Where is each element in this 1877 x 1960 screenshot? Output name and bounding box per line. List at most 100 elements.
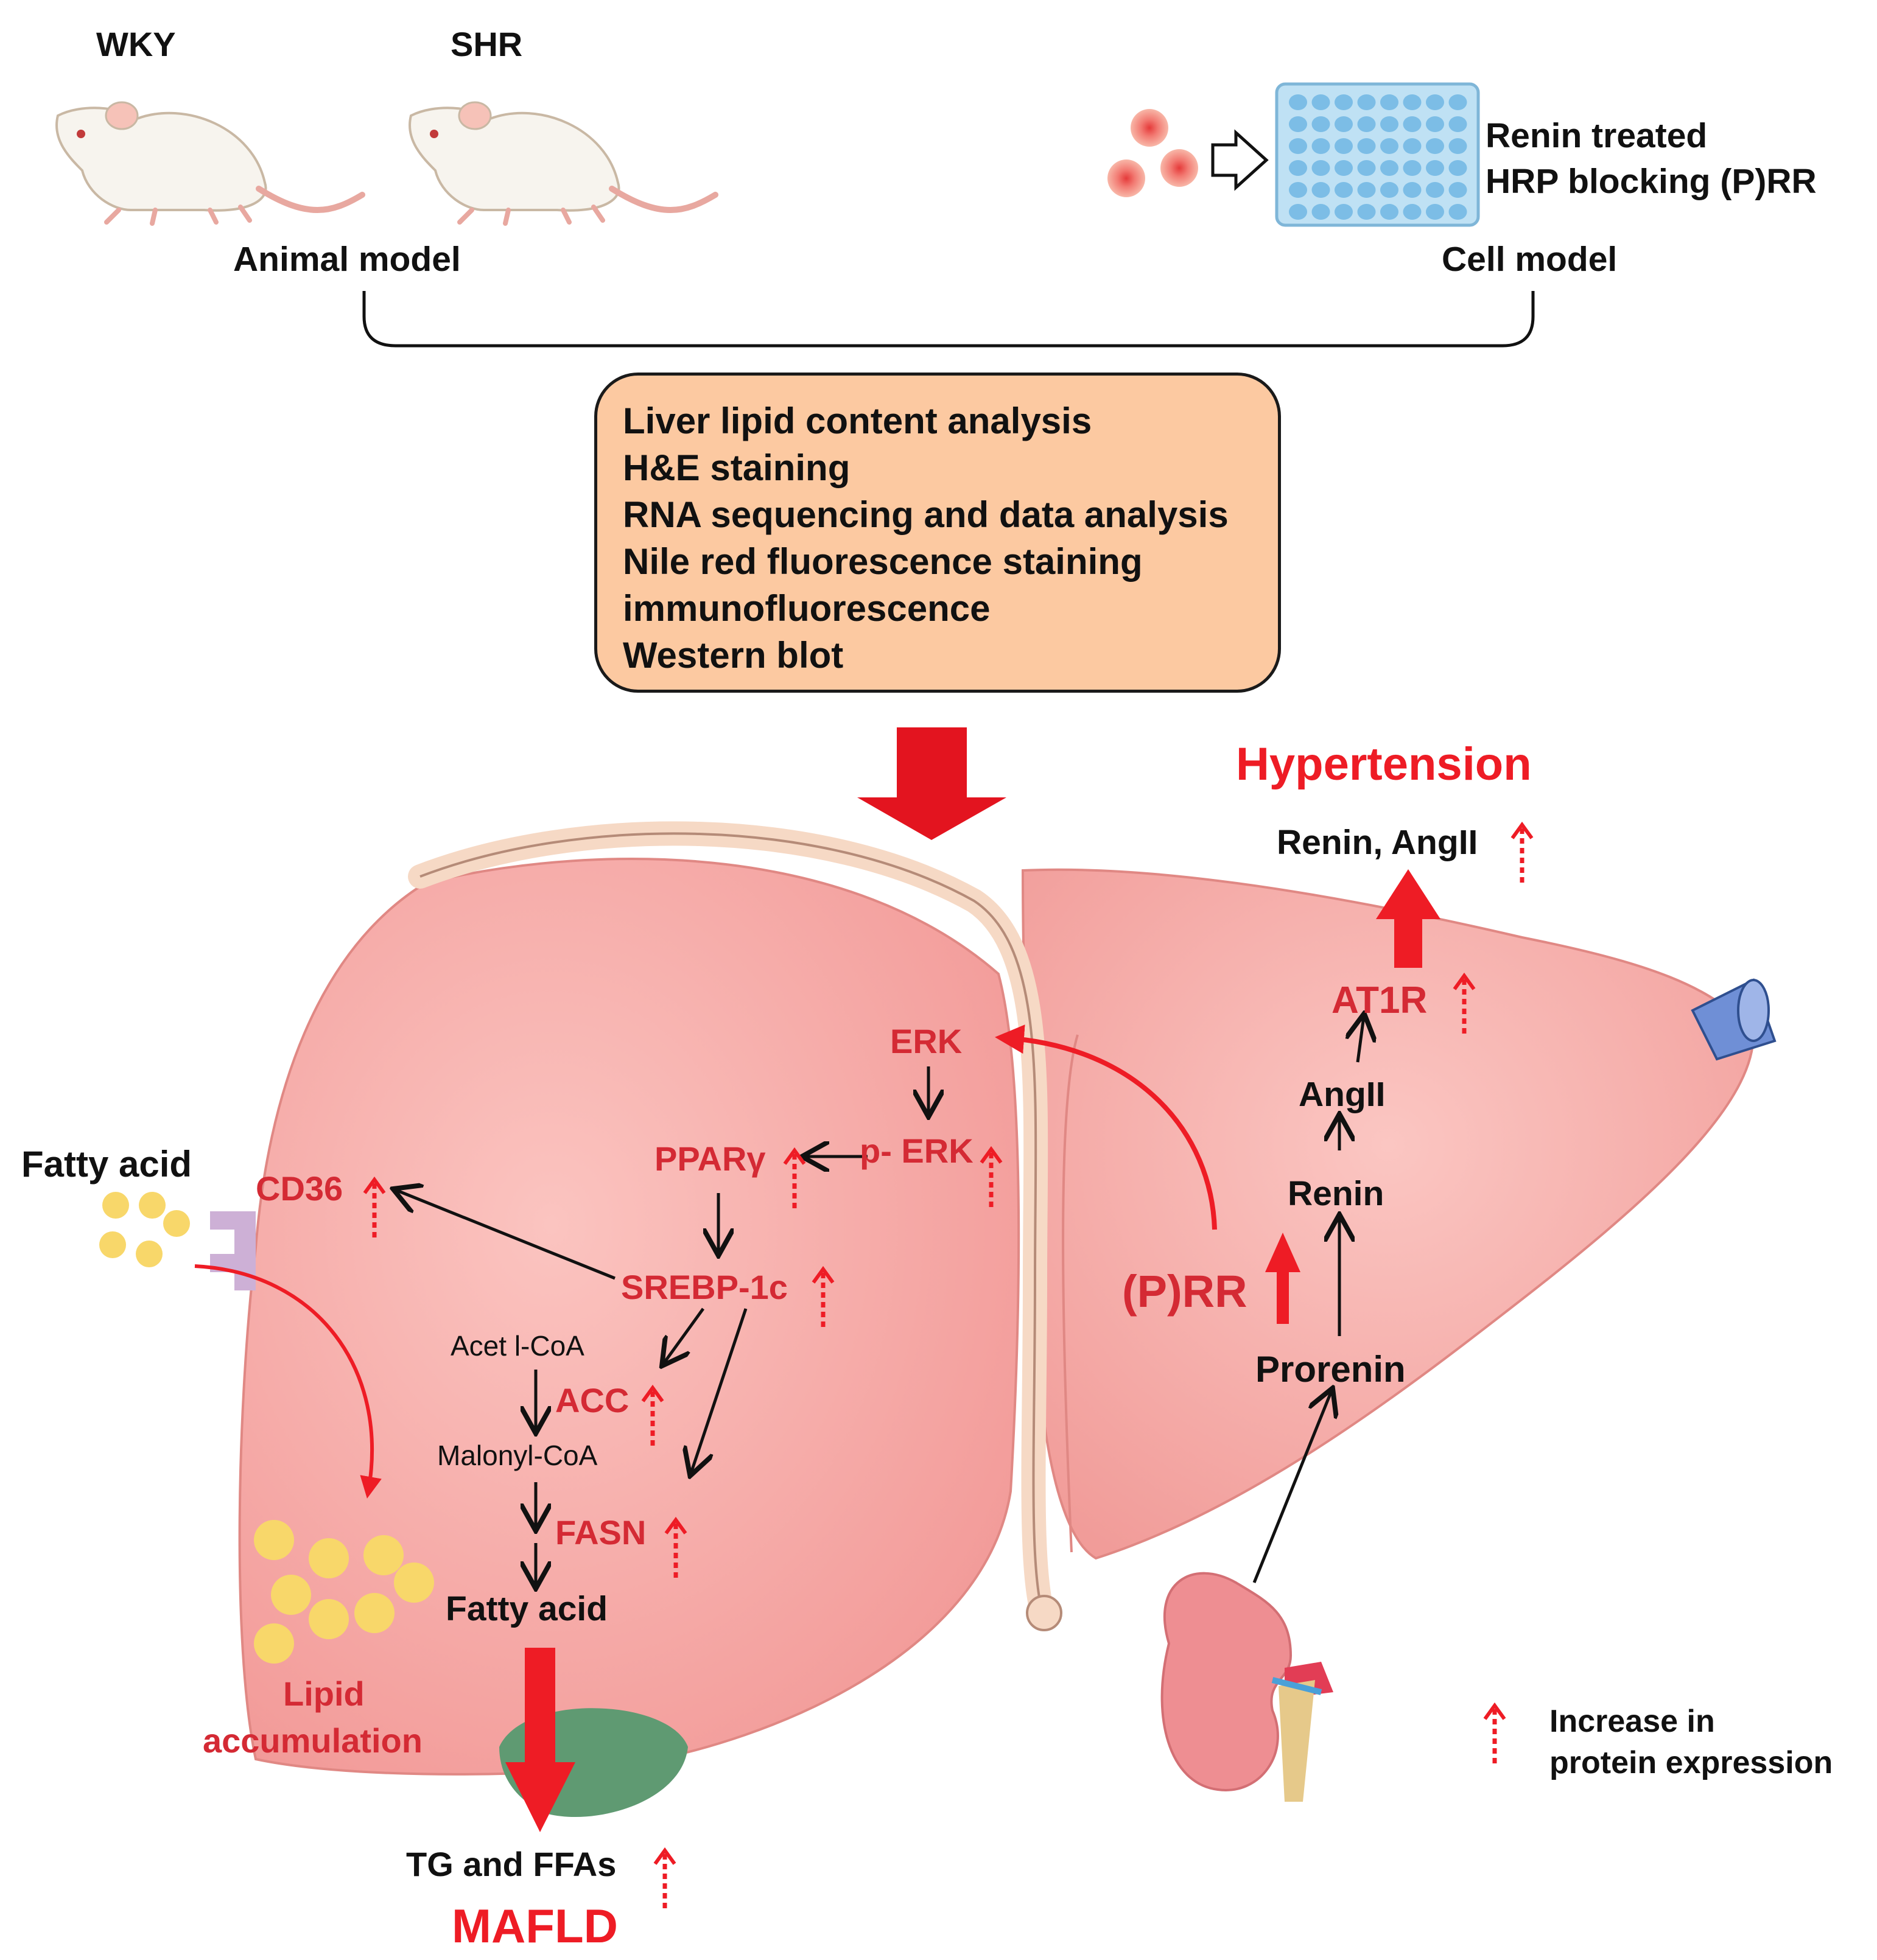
srebp-1c-label: SREBP-1c bbox=[621, 1268, 788, 1306]
legend-line1: Increase in bbox=[1549, 1704, 1715, 1739]
well bbox=[1380, 160, 1398, 176]
increase-markers bbox=[363, 821, 1534, 1908]
fasn-increase-icon bbox=[664, 1516, 687, 1578]
liver-illustration bbox=[238, 821, 1777, 1818]
kidney-icon bbox=[1160, 1572, 1333, 1802]
fatty-acid-product-label: Fatty acid bbox=[446, 1589, 608, 1628]
fatty-acid-uptake-label: Fatty acid bbox=[21, 1144, 192, 1185]
hrp-blocking-label: HRP blocking (P)RR bbox=[1486, 162, 1817, 201]
ppar-gamma-label: PPARγ bbox=[654, 1139, 766, 1178]
well bbox=[1335, 160, 1353, 176]
well bbox=[1335, 182, 1353, 198]
well bbox=[1357, 160, 1376, 176]
prr-to-erk-arrow bbox=[995, 1024, 1217, 1230]
well bbox=[1426, 94, 1444, 110]
fasn-label: FASN bbox=[555, 1513, 647, 1552]
at1r-to-renin-arrow bbox=[1376, 869, 1440, 968]
tg-ffas-increase-icon bbox=[653, 1847, 676, 1908]
malonyl-coa-label: Malonyl-CoA bbox=[437, 1440, 598, 1471]
well bbox=[1448, 182, 1467, 198]
well bbox=[1289, 182, 1307, 198]
well bbox=[1289, 138, 1307, 154]
well bbox=[1403, 182, 1422, 198]
legend-increase-icon bbox=[1483, 1702, 1506, 1763]
cells-icon bbox=[1107, 109, 1198, 197]
mafld-label: MAFLD bbox=[452, 1899, 618, 1953]
well bbox=[1311, 116, 1330, 132]
well bbox=[1426, 138, 1444, 154]
at1r-increase-icon bbox=[1453, 972, 1476, 1034]
well bbox=[1357, 116, 1376, 132]
angii-label: AngII bbox=[1299, 1075, 1386, 1114]
well bbox=[1380, 116, 1398, 132]
well bbox=[1335, 94, 1353, 110]
well bbox=[1380, 204, 1398, 220]
animal-model-caption: Animal model bbox=[233, 240, 461, 279]
well bbox=[1403, 138, 1422, 154]
lipid-label: Lipid bbox=[283, 1675, 365, 1713]
well bbox=[1311, 160, 1330, 176]
wky-label: WKY bbox=[96, 25, 176, 63]
acetyl-coa-label: Acet l-CoA bbox=[451, 1330, 584, 1362]
method-item: RNA sequencing and data analysis bbox=[623, 494, 1229, 535]
p-erk-increase-icon bbox=[980, 1146, 1003, 1207]
acc-increase-icon bbox=[641, 1384, 664, 1446]
well bbox=[1357, 138, 1376, 154]
prr-increase-arrow bbox=[1265, 1233, 1300, 1324]
uptake-arrow bbox=[194, 1264, 382, 1499]
at1r-label: AT1R bbox=[1331, 979, 1428, 1021]
legend-line2: protein expression bbox=[1549, 1745, 1833, 1780]
well bbox=[1289, 204, 1307, 220]
well bbox=[1289, 116, 1307, 132]
methods-box: Liver lipid content analysis H&E stainin… bbox=[594, 373, 1281, 693]
rat-shr-icon bbox=[409, 101, 718, 226]
well bbox=[1289, 160, 1307, 176]
well bbox=[1289, 94, 1307, 110]
shr-label: SHR bbox=[451, 25, 523, 63]
well bbox=[1426, 204, 1444, 220]
hollow-arrow-icon bbox=[1211, 129, 1269, 191]
tg-ffas-arrow bbox=[505, 1648, 575, 1832]
erk-label: ERK bbox=[890, 1022, 963, 1060]
acc-label: ACC bbox=[555, 1381, 630, 1419]
method-item: Liver lipid content analysis bbox=[623, 401, 1092, 441]
well bbox=[1448, 204, 1467, 220]
well bbox=[1311, 182, 1330, 198]
well bbox=[1311, 94, 1330, 110]
well bbox=[1403, 116, 1422, 132]
well bbox=[1335, 138, 1353, 154]
well-plate-icon bbox=[1275, 82, 1480, 227]
right-pathway-arrows bbox=[1252, 1017, 1364, 1583]
well bbox=[1357, 94, 1376, 110]
cd36-increase-icon bbox=[363, 1176, 386, 1237]
well bbox=[1357, 204, 1376, 220]
prorenin-label: Prorenin bbox=[1255, 1349, 1406, 1390]
method-item: H&E staining bbox=[623, 447, 851, 488]
well bbox=[1380, 182, 1398, 198]
prr-label: (P)RR bbox=[1122, 1266, 1247, 1317]
well bbox=[1335, 116, 1353, 132]
well bbox=[1357, 182, 1376, 198]
rat-wky-icon bbox=[55, 101, 365, 226]
left-pathway-arrows bbox=[396, 1066, 928, 1586]
accumulation-label: accumulation bbox=[203, 1721, 423, 1760]
method-item: Western blot bbox=[623, 635, 844, 676]
well bbox=[1335, 204, 1353, 220]
well bbox=[1448, 138, 1467, 154]
cd36-label: CD36 bbox=[256, 1169, 343, 1208]
well bbox=[1380, 138, 1398, 154]
well bbox=[1403, 160, 1422, 176]
fatty-acid-droplets bbox=[99, 1192, 190, 1267]
p-erk-label: p- ERK bbox=[860, 1132, 974, 1170]
well bbox=[1448, 94, 1467, 110]
renin-angii-label: Renin, AngII bbox=[1277, 823, 1478, 862]
lipid-droplets bbox=[254, 1520, 434, 1664]
hypertension-label: Hypertension bbox=[1236, 738, 1532, 790]
well bbox=[1448, 116, 1467, 132]
method-item: Nile red fluorescence staining bbox=[623, 541, 1143, 582]
bracket-line bbox=[362, 291, 1535, 348]
srebp-increase-icon bbox=[812, 1265, 835, 1327]
ppar-increase-icon bbox=[783, 1147, 806, 1208]
renin-angii-increase-icon bbox=[1510, 821, 1534, 883]
